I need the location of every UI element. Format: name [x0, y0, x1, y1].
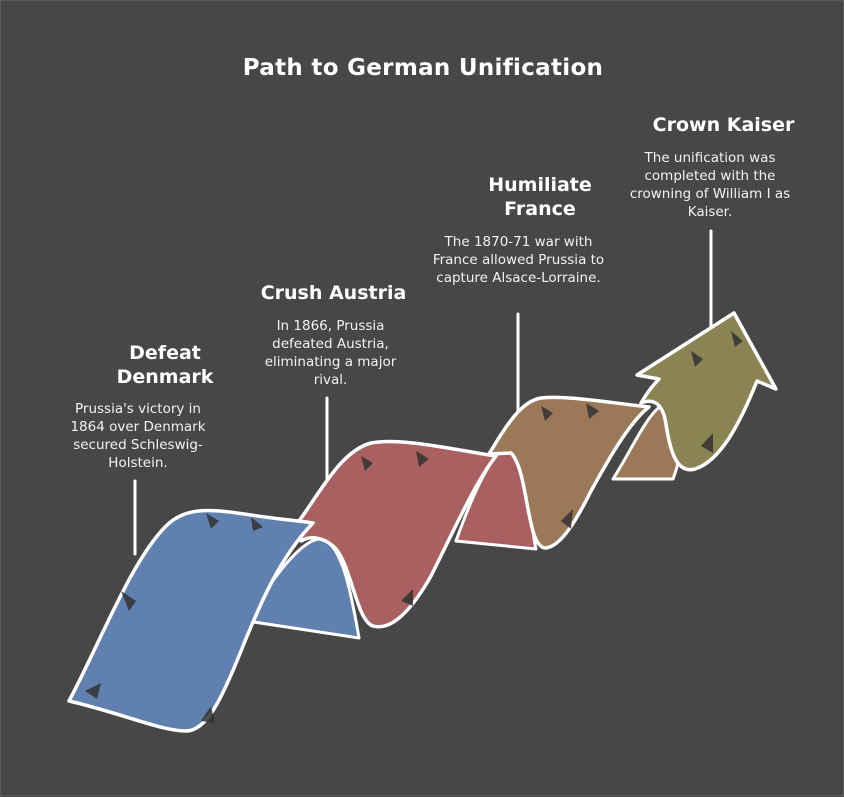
ribbon-segment-denmark — [67, 508, 315, 733]
arrow-kaiser — [635, 311, 778, 472]
ribbon-segment-france — [487, 395, 651, 550]
step-title-france: Humiliate France — [488, 174, 592, 220]
hatch-marks — [85, 331, 743, 723]
step-desc-france: The 1870-71 war with France allowed Prus… — [432, 234, 605, 286]
ribbon-segment-austria — [297, 439, 498, 629]
step-desc-kaiser: The unification was completed with the c… — [629, 150, 791, 220]
step-title-denmark: Defeat Denmark — [116, 342, 214, 388]
step-desc-austria: In 1866, Prussia defeated Austria, elimi… — [264, 318, 397, 388]
step-title-kaiser: Crown Kaiser — [652, 114, 795, 136]
diagram-title: Path to German Unification — [242, 55, 604, 81]
step-desc-denmark: Prussia's victory in 1864 over Denmark s… — [70, 401, 206, 471]
step-title-austria: Crush Austria — [260, 282, 407, 304]
